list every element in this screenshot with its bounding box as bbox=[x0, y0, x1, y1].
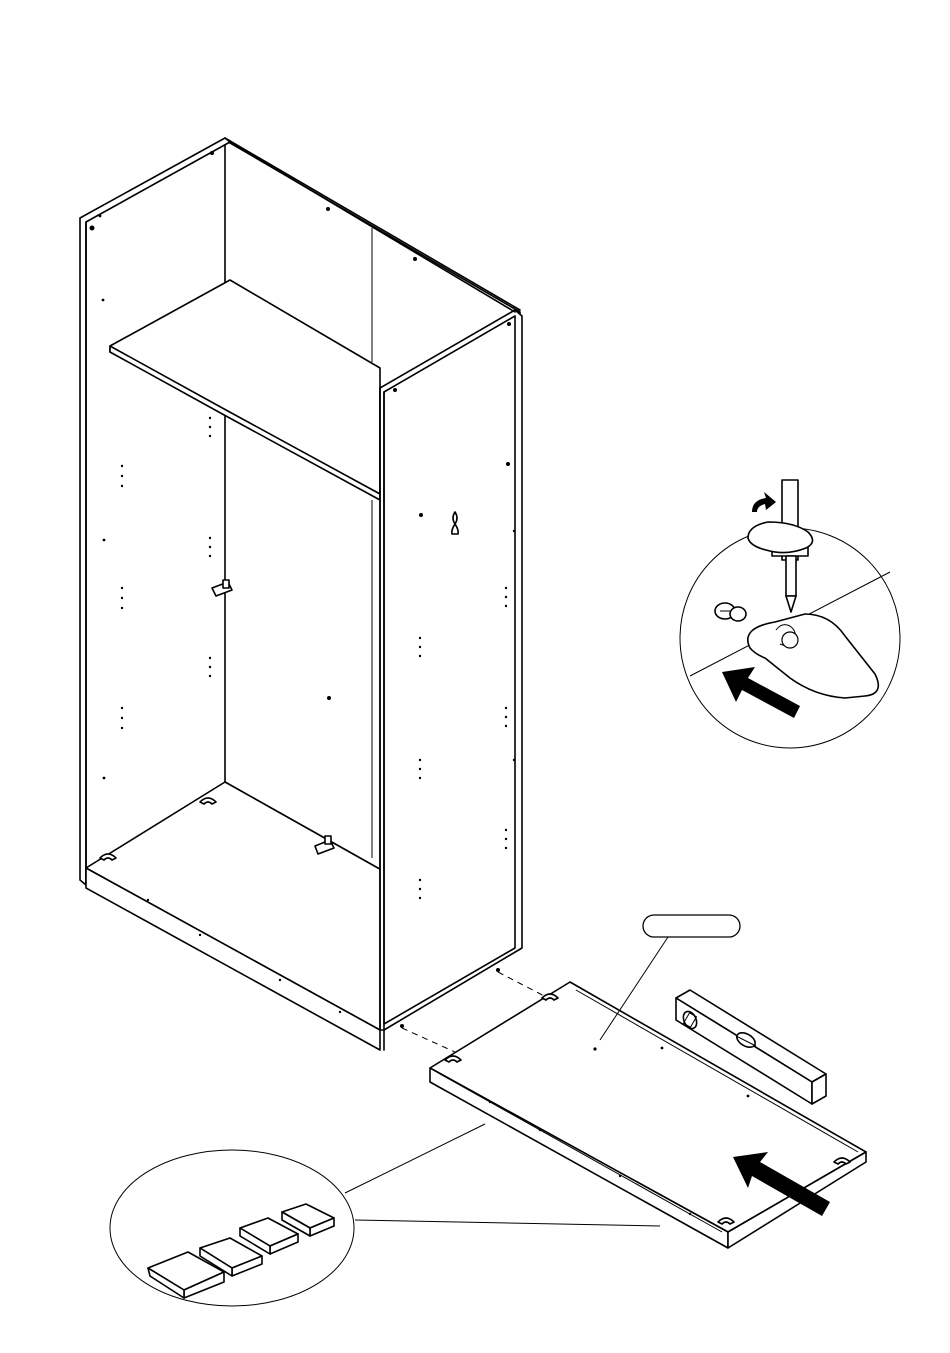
left-panel-holes bbox=[90, 215, 124, 780]
wardrobe-carcass bbox=[80, 138, 522, 1050]
bottom-panel bbox=[430, 982, 866, 1248]
cam-lock-detail bbox=[680, 480, 900, 748]
